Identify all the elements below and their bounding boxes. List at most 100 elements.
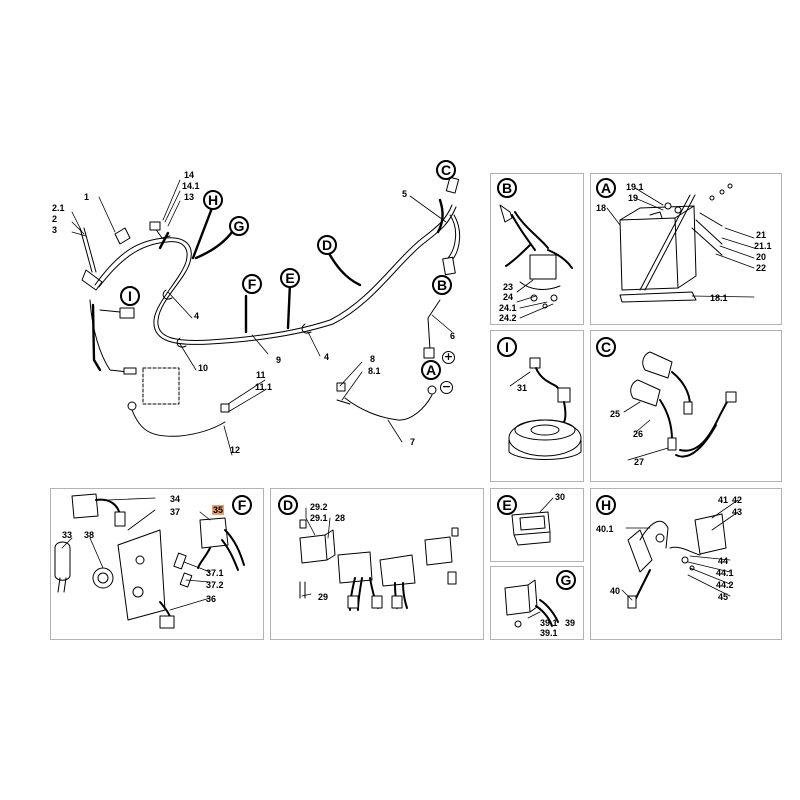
part-number: 30 (555, 492, 566, 502)
part-number: 39 (565, 618, 576, 628)
part-number: 44.1 (716, 568, 734, 578)
part-number: 20 (756, 252, 767, 262)
panel-g (490, 566, 584, 640)
panel-c-lights (630, 351, 737, 458)
panel-e (490, 488, 584, 562)
part-number: 37 (170, 507, 181, 517)
part-number: 31 (517, 383, 528, 393)
part-number: 6 (450, 331, 456, 341)
panel-i (490, 330, 584, 482)
panel-h (590, 488, 782, 640)
part-number: 37.1 (206, 568, 224, 578)
panel-f-ignition (54, 493, 245, 629)
panel-b (490, 173, 584, 325)
panel-i-letter: I (497, 337, 517, 357)
main-harness (79, 176, 461, 437)
part-number: 10 (198, 363, 209, 373)
part-number: 8 (370, 354, 376, 364)
minus-symbol: − (440, 380, 453, 394)
part-number: 23 (503, 282, 514, 292)
part-number: 45 (718, 592, 729, 602)
part-number: 21 (756, 230, 767, 240)
part-number: 24 (503, 292, 514, 302)
part-number: 22 (756, 263, 767, 273)
part-number: 9 (276, 355, 282, 365)
part-number: 14 (184, 170, 195, 180)
part-number: 18 (596, 203, 607, 213)
panel-d (270, 488, 484, 640)
callout-letter-d: D (317, 235, 337, 255)
callout-letter-a: A (421, 360, 441, 380)
part-number-highlighted: 35 (212, 505, 225, 515)
callout-letter-f: F (242, 274, 262, 294)
part-number: 11.1 (255, 382, 273, 392)
part-number: 8.1 (368, 366, 381, 376)
part-number: 37.2 (206, 580, 224, 590)
part-number: 7 (410, 437, 416, 447)
part-number: 18.1 (710, 293, 728, 303)
part-number: 24.2 (499, 313, 517, 323)
part-number: 1 (84, 192, 90, 202)
part-number: 27 (634, 457, 645, 467)
part-number: 29.1 (310, 513, 328, 523)
callout-letter-g: G (229, 216, 249, 236)
part-number: 42 (732, 495, 743, 505)
part-number: 3 (52, 225, 58, 235)
callout-letter-c: C (436, 160, 456, 180)
part-number: 33 (62, 530, 73, 540)
callout-letter-b: B (432, 275, 452, 295)
panel-c-letter: C (596, 337, 616, 357)
panel-b-solenoid (499, 204, 573, 309)
part-number: 28 (335, 513, 346, 523)
part-number: 2.1 (52, 203, 65, 213)
panel-a-letter: A (596, 178, 616, 198)
panel-b-letter: B (497, 178, 517, 198)
part-number: 29 (318, 592, 329, 602)
part-number: 5 (402, 189, 408, 199)
panel-h-letter: H (596, 495, 616, 515)
panel-f (50, 488, 264, 640)
part-number: 24.1 (499, 303, 517, 313)
part-number: 14.1 (182, 181, 200, 191)
part-number: 44.2 (716, 580, 734, 590)
panel-g-letter: G (556, 570, 576, 590)
part-number: 43 (732, 507, 743, 517)
part-number: 39.1 (540, 618, 558, 628)
part-number: 11 (256, 370, 266, 380)
part-number: 4 (194, 311, 200, 321)
panel-a-battery (619, 183, 733, 303)
panel-e-switch (511, 511, 551, 546)
panel-g-relay (504, 579, 559, 628)
part-number: 4 (324, 352, 330, 362)
part-number: 26 (633, 429, 644, 439)
part-number: 39.1 (540, 628, 558, 638)
part-number: 40.1 (596, 524, 614, 534)
part-number: 19 (628, 193, 639, 203)
panel-d-relays (299, 519, 459, 611)
part-number: 13 (184, 192, 195, 202)
part-number: 41 (718, 495, 729, 505)
plus-symbol: + (442, 350, 455, 364)
part-number: 36 (206, 594, 217, 604)
part-number: 29.2 (310, 502, 328, 512)
part-number: 34 (170, 494, 181, 504)
part-number: 19.1 (626, 182, 644, 192)
part-number: 21.1 (754, 241, 772, 251)
callout-letter-h: H (203, 190, 223, 210)
part-number: 2 (52, 214, 58, 224)
part-number: 12 (230, 445, 241, 455)
panel-c (590, 330, 782, 482)
panel-h-seat-switch (627, 513, 727, 609)
part-number: 38 (84, 530, 95, 540)
callout-letter-i: I (120, 286, 140, 306)
part-number: 44 (718, 556, 729, 566)
panel-e-letter: E (497, 495, 517, 515)
callout-letter-e: E (280, 268, 300, 288)
panel-f-letter: F (232, 495, 252, 515)
part-number: 25 (610, 409, 621, 419)
panel-i-clutch (508, 357, 582, 460)
part-number: 40 (610, 586, 621, 596)
panel-a (590, 173, 782, 325)
